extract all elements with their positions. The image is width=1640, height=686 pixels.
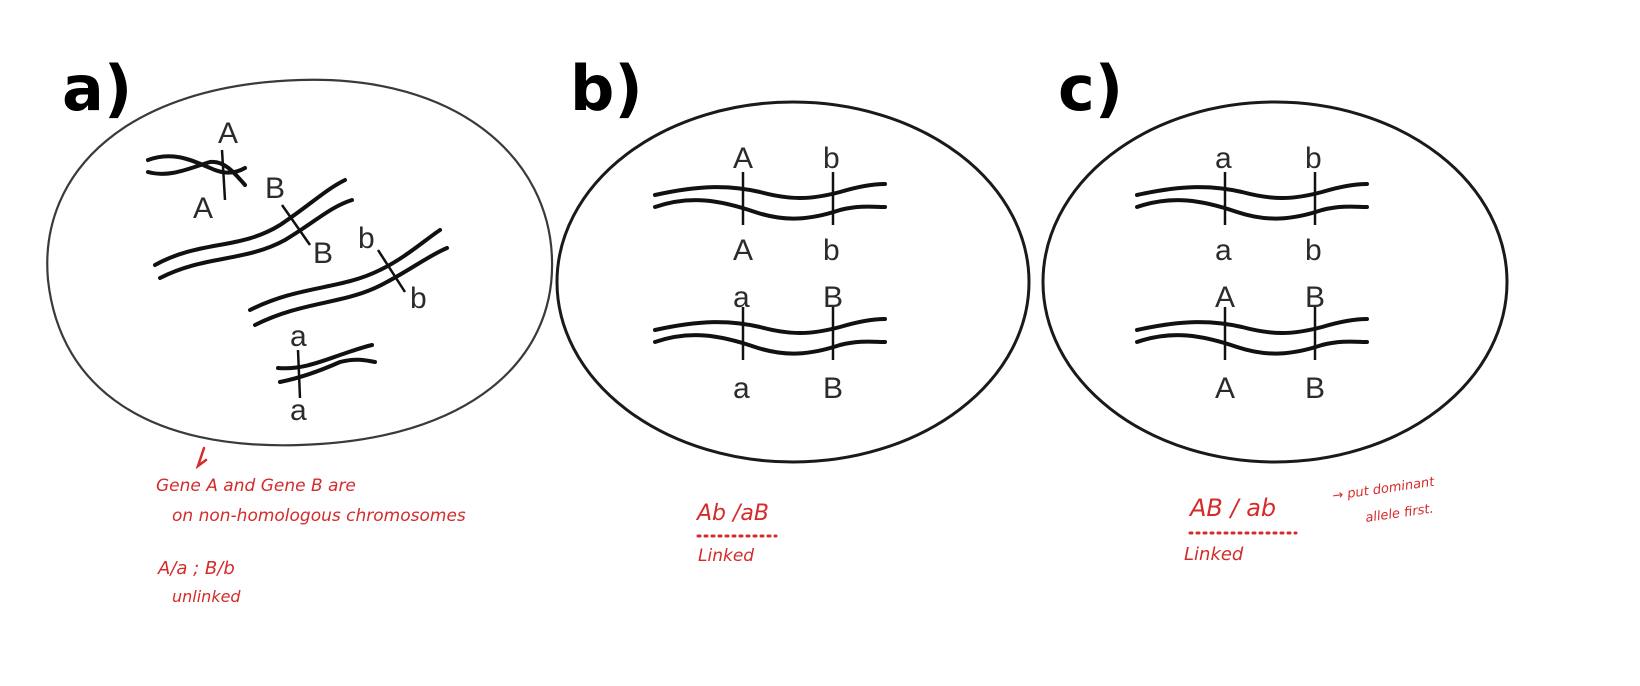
- allele-c-bot-3: A: [1215, 372, 1235, 405]
- allele-c-top-3: a: [1215, 234, 1232, 267]
- chromosome-pair-small-b: [248, 228, 449, 327]
- chromosome-pair-c-bottom: [1135, 307, 1369, 360]
- allele-small-a-2: a: [290, 394, 307, 427]
- chromosome-pair-b-bottom: [653, 307, 887, 360]
- note-a-genotype: A/a ; B/b: [157, 558, 235, 579]
- panel-b-cell: [555, 100, 1031, 464]
- allele-c-top-1: a: [1215, 142, 1232, 175]
- chromosome-pair-b-top: [653, 172, 887, 225]
- panel-b: b) A b A b a B a B Ab /aB Linked: [555, 52, 1031, 566]
- allele-b-bot-2: B: [823, 281, 843, 314]
- note-c-genotype: AB / ab: [1188, 494, 1276, 522]
- arrow-mark-a: [195, 446, 208, 470]
- panel-a-cell: [46, 78, 554, 447]
- panel-c-cell: [1041, 100, 1509, 464]
- note-a-line2: on non-homologous chromosomes: [172, 506, 466, 526]
- allele-c-bot-4: B: [1305, 372, 1325, 405]
- allele-a-1: A: [218, 117, 238, 150]
- allele-c-top-2: b: [1305, 142, 1322, 175]
- allele-b-bot-3: a: [733, 372, 750, 405]
- note-a-line1: Gene A and Gene B are: [156, 476, 356, 496]
- allele-b-bot-1: a: [733, 281, 750, 314]
- allele-small-b-1: b: [358, 222, 375, 255]
- panel-c-letter: c): [1058, 52, 1123, 125]
- allele-b-bot-4: B: [823, 372, 843, 405]
- note-c-status: Linked: [1184, 544, 1244, 565]
- panel-b-letter: b): [570, 52, 643, 125]
- allele-small-a-1: a: [290, 320, 307, 353]
- chromosome-pair-a-top: [146, 149, 247, 201]
- note-a-status: unlinked: [172, 587, 241, 606]
- panel-c: c) a b a b A B A B AB / ab Linked → put …: [1041, 52, 1509, 565]
- note-b-status: Linked: [698, 546, 754, 566]
- note-c-side2: allele first.: [1364, 502, 1434, 526]
- chromosome-pair-c-top: [1135, 172, 1369, 225]
- allele-a-2: A: [193, 192, 213, 225]
- allele-c-bot-1: A: [1215, 281, 1235, 314]
- allele-b-top-3: A: [733, 234, 753, 267]
- allele-c-top-4: b: [1305, 234, 1322, 267]
- chromosome-pair-b: [153, 178, 354, 280]
- allele-b-2: B: [313, 237, 333, 270]
- note-c-side1: → put dominant: [1331, 475, 1436, 504]
- allele-small-b-2: b: [410, 282, 427, 315]
- note-b-genotype: Ab /aB: [695, 501, 769, 526]
- chromosome-pair-small-a: [276, 343, 377, 399]
- panel-a-letter: a): [62, 52, 132, 125]
- allele-c-bot-2: B: [1305, 281, 1325, 314]
- allele-b-top-4: b: [823, 234, 840, 267]
- allele-b-1: B: [265, 172, 285, 205]
- allele-b-top-1: A: [733, 142, 753, 175]
- panel-a: a) A A B B b b a: [46, 52, 554, 606]
- allele-b-top-2: b: [823, 142, 840, 175]
